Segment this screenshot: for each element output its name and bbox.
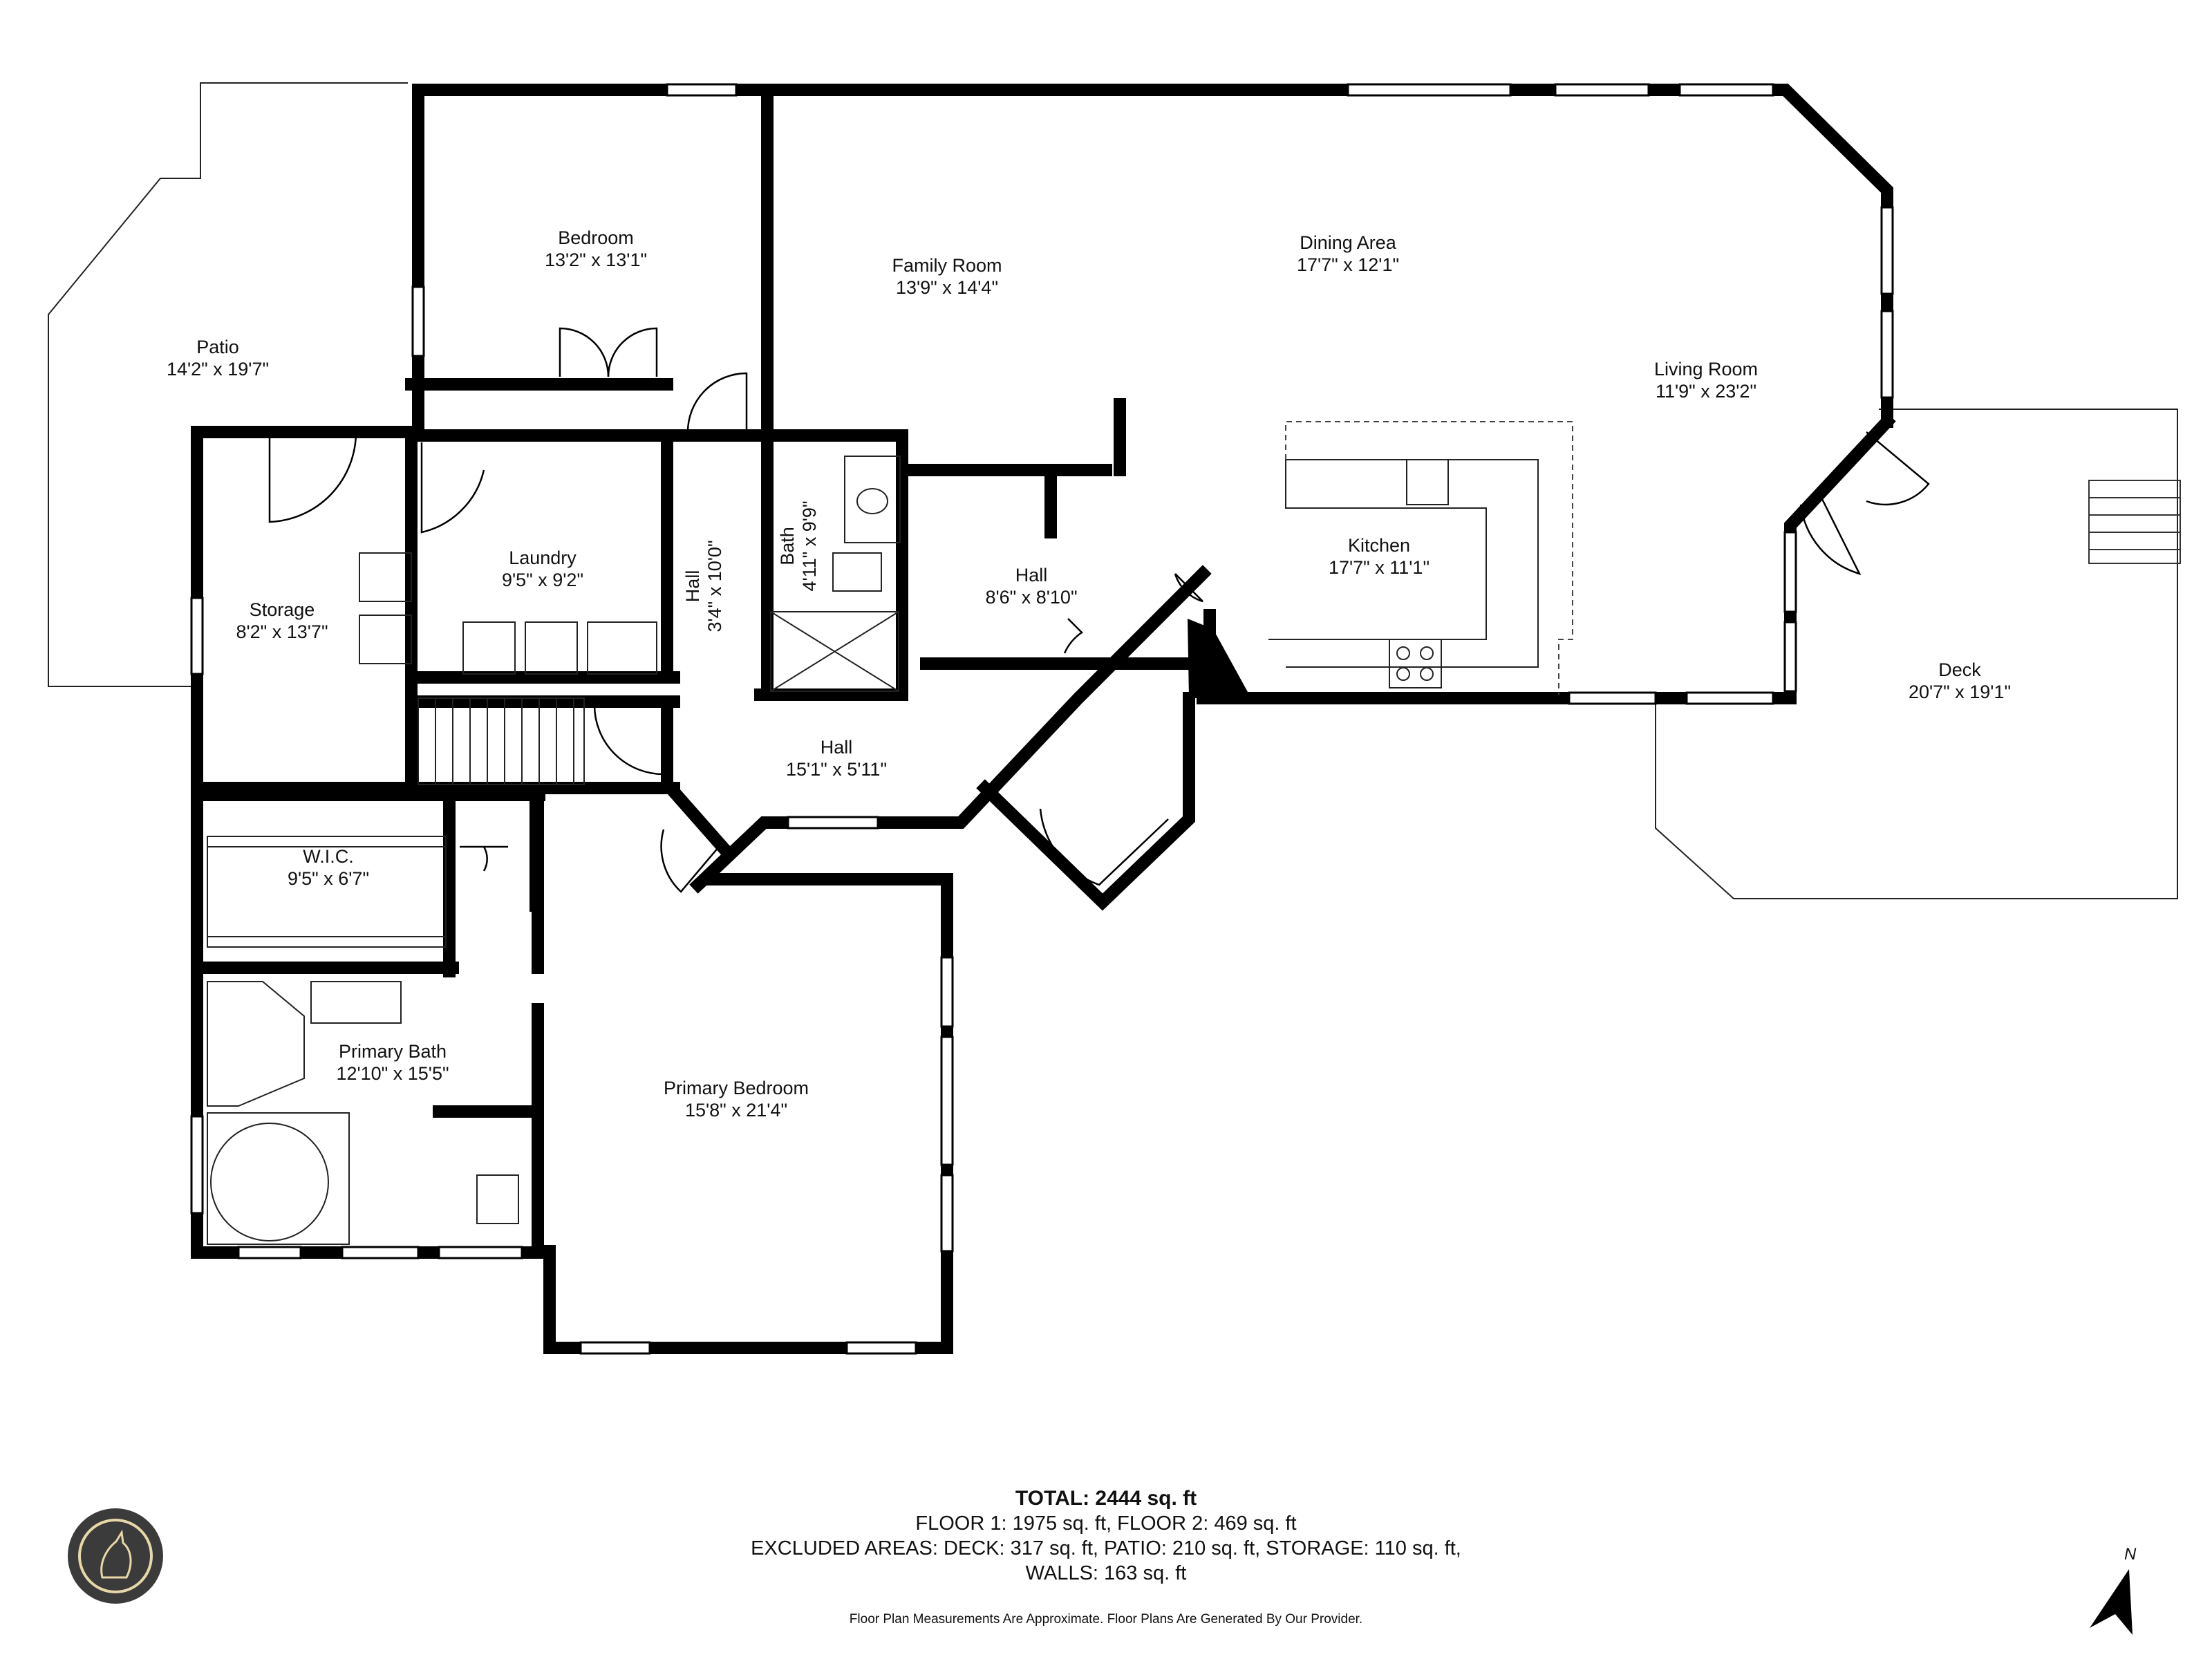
deck-stairs [2088, 480, 2181, 564]
floor-areas: FLOOR 1: 1975 sq. ft, FLOOR 2: 469 sq. f… [915, 1512, 1297, 1535]
room-dimensions: 14'2" x 19'7" [166, 359, 270, 379]
room-label-laundry: Laundry 9'5" x 9'2" [502, 547, 583, 591]
room-label-kitchen: Kitchen 17'7" x 11'1" [1329, 534, 1430, 579]
deck-outline [1655, 409, 2178, 899]
wall-corner-fill [1188, 619, 1251, 698]
wolf-logo-icon [68, 1508, 163, 1604]
room-label-deck: Deck 20'7" x 19'1" [1909, 659, 2011, 703]
walls-area: WALLS: 163 sq. ft [1025, 1562, 1187, 1584]
room-dimensions: 17'7" x 12'1" [1296, 254, 1400, 275]
room-name: Hall [682, 570, 703, 603]
room-label-patio: Patio 14'2" x 19'7" [167, 336, 269, 380]
room-dimensions: 11'9" x 23'2" [1655, 381, 1757, 402]
room-dimensions: 13'2" x 13'1" [544, 250, 648, 270]
room-name: W.I.C. [303, 846, 354, 867]
compass: N [2084, 1545, 2146, 1642]
excluded-areas: EXCLUDED AREAS: DECK: 317 sq. ft, PATIO:… [751, 1537, 1461, 1559]
room-name: Hall [820, 737, 853, 758]
room-label-storage: Storage 8'2" x 13'7" [236, 599, 328, 643]
room-name: Laundry [509, 547, 577, 568]
patio-outline [48, 82, 408, 687]
room-dimensions: 15'1" x 5'11" [785, 759, 888, 780]
north-label: N [2124, 1545, 2137, 1564]
room-label-family-room: Family Room 13'9" x 14'4" [892, 254, 1002, 299]
room-label-hall-center: Hall 8'6" x 8'10" [985, 564, 1077, 608]
room-dimensions: 20'7" x 19'1" [1908, 682, 2012, 702]
windows [190, 83, 1894, 1355]
room-name: Primary Bath [338, 1041, 447, 1062]
room-name: Dining Area [1300, 232, 1396, 253]
room-dimensions: 3'4" x 10'0" [704, 540, 725, 632]
room-label-bedroom: Bedroom 13'2" x 13'1" [545, 227, 647, 271]
room-name: Patio [196, 337, 239, 357]
room-dimensions: 8'6" x 8'10" [985, 587, 1078, 608]
room-label-hall-lower: Hall 15'1" x 5'11" [786, 736, 887, 780]
room-name: Family Room [892, 255, 1002, 276]
room-name: Bedroom [558, 227, 634, 248]
total-area: TOTAL: 2444 sq. ft [1015, 1487, 1197, 1510]
room-dimensions: 13'9" x 14'4" [895, 277, 999, 298]
kitchen-overhead-outline [1285, 421, 1573, 695]
disclaimer: Floor Plan Measurements Are Approximate.… [849, 1612, 1363, 1627]
room-name: Living Room [1653, 359, 1759, 379]
room-dimensions: 17'7" x 11'1" [1328, 557, 1430, 578]
room-label-bath: Bath 4'11" x 9'9" [776, 500, 821, 591]
area-summary: TOTAL: 2444 sq. ft FLOOR 1: 1975 sq. ft,… [553, 1486, 1659, 1586]
room-name: Storage [249, 599, 315, 620]
room-name: Primary Bedroom [663, 1078, 809, 1098]
room-label-living-room: Living Room 11'9" x 23'2" [1654, 358, 1758, 402]
room-dimensions: 4'11" x 9'9" [799, 500, 820, 592]
walls [191, 84, 1896, 1354]
room-dimensions: 12'10" x 15'5" [336, 1063, 449, 1084]
room-dimensions: 8'2" x 13'7" [236, 621, 328, 642]
room-dimensions: 15'8" x 21'4" [684, 1100, 788, 1121]
doors [268, 327, 1930, 893]
room-name: Hall [1015, 565, 1048, 585]
fixtures [207, 456, 1539, 1245]
room-name: Kitchen [1347, 535, 1411, 556]
room-label-wic: W.I.C. 9'5" x 6'7" [288, 845, 369, 890]
room-name: Deck [1938, 659, 1981, 680]
north-arrow-icon [2090, 1569, 2133, 1635]
room-name: Bath [777, 527, 798, 565]
room-dimensions: 9'5" x 9'2" [501, 570, 584, 590]
room-label-primary-bedroom: Primary Bedroom 15'8" x 21'4" [664, 1077, 809, 1121]
room-dimensions: 9'5" x 6'7" [287, 868, 370, 889]
room-label-dining-area: Dining Area 17'7" x 12'1" [1297, 232, 1399, 276]
room-label-hall-vertical: Hall 3'4" x 10'0" [682, 540, 726, 632]
room-label-primary-bath: Primary Bath 12'10" x 15'5" [336, 1040, 449, 1085]
